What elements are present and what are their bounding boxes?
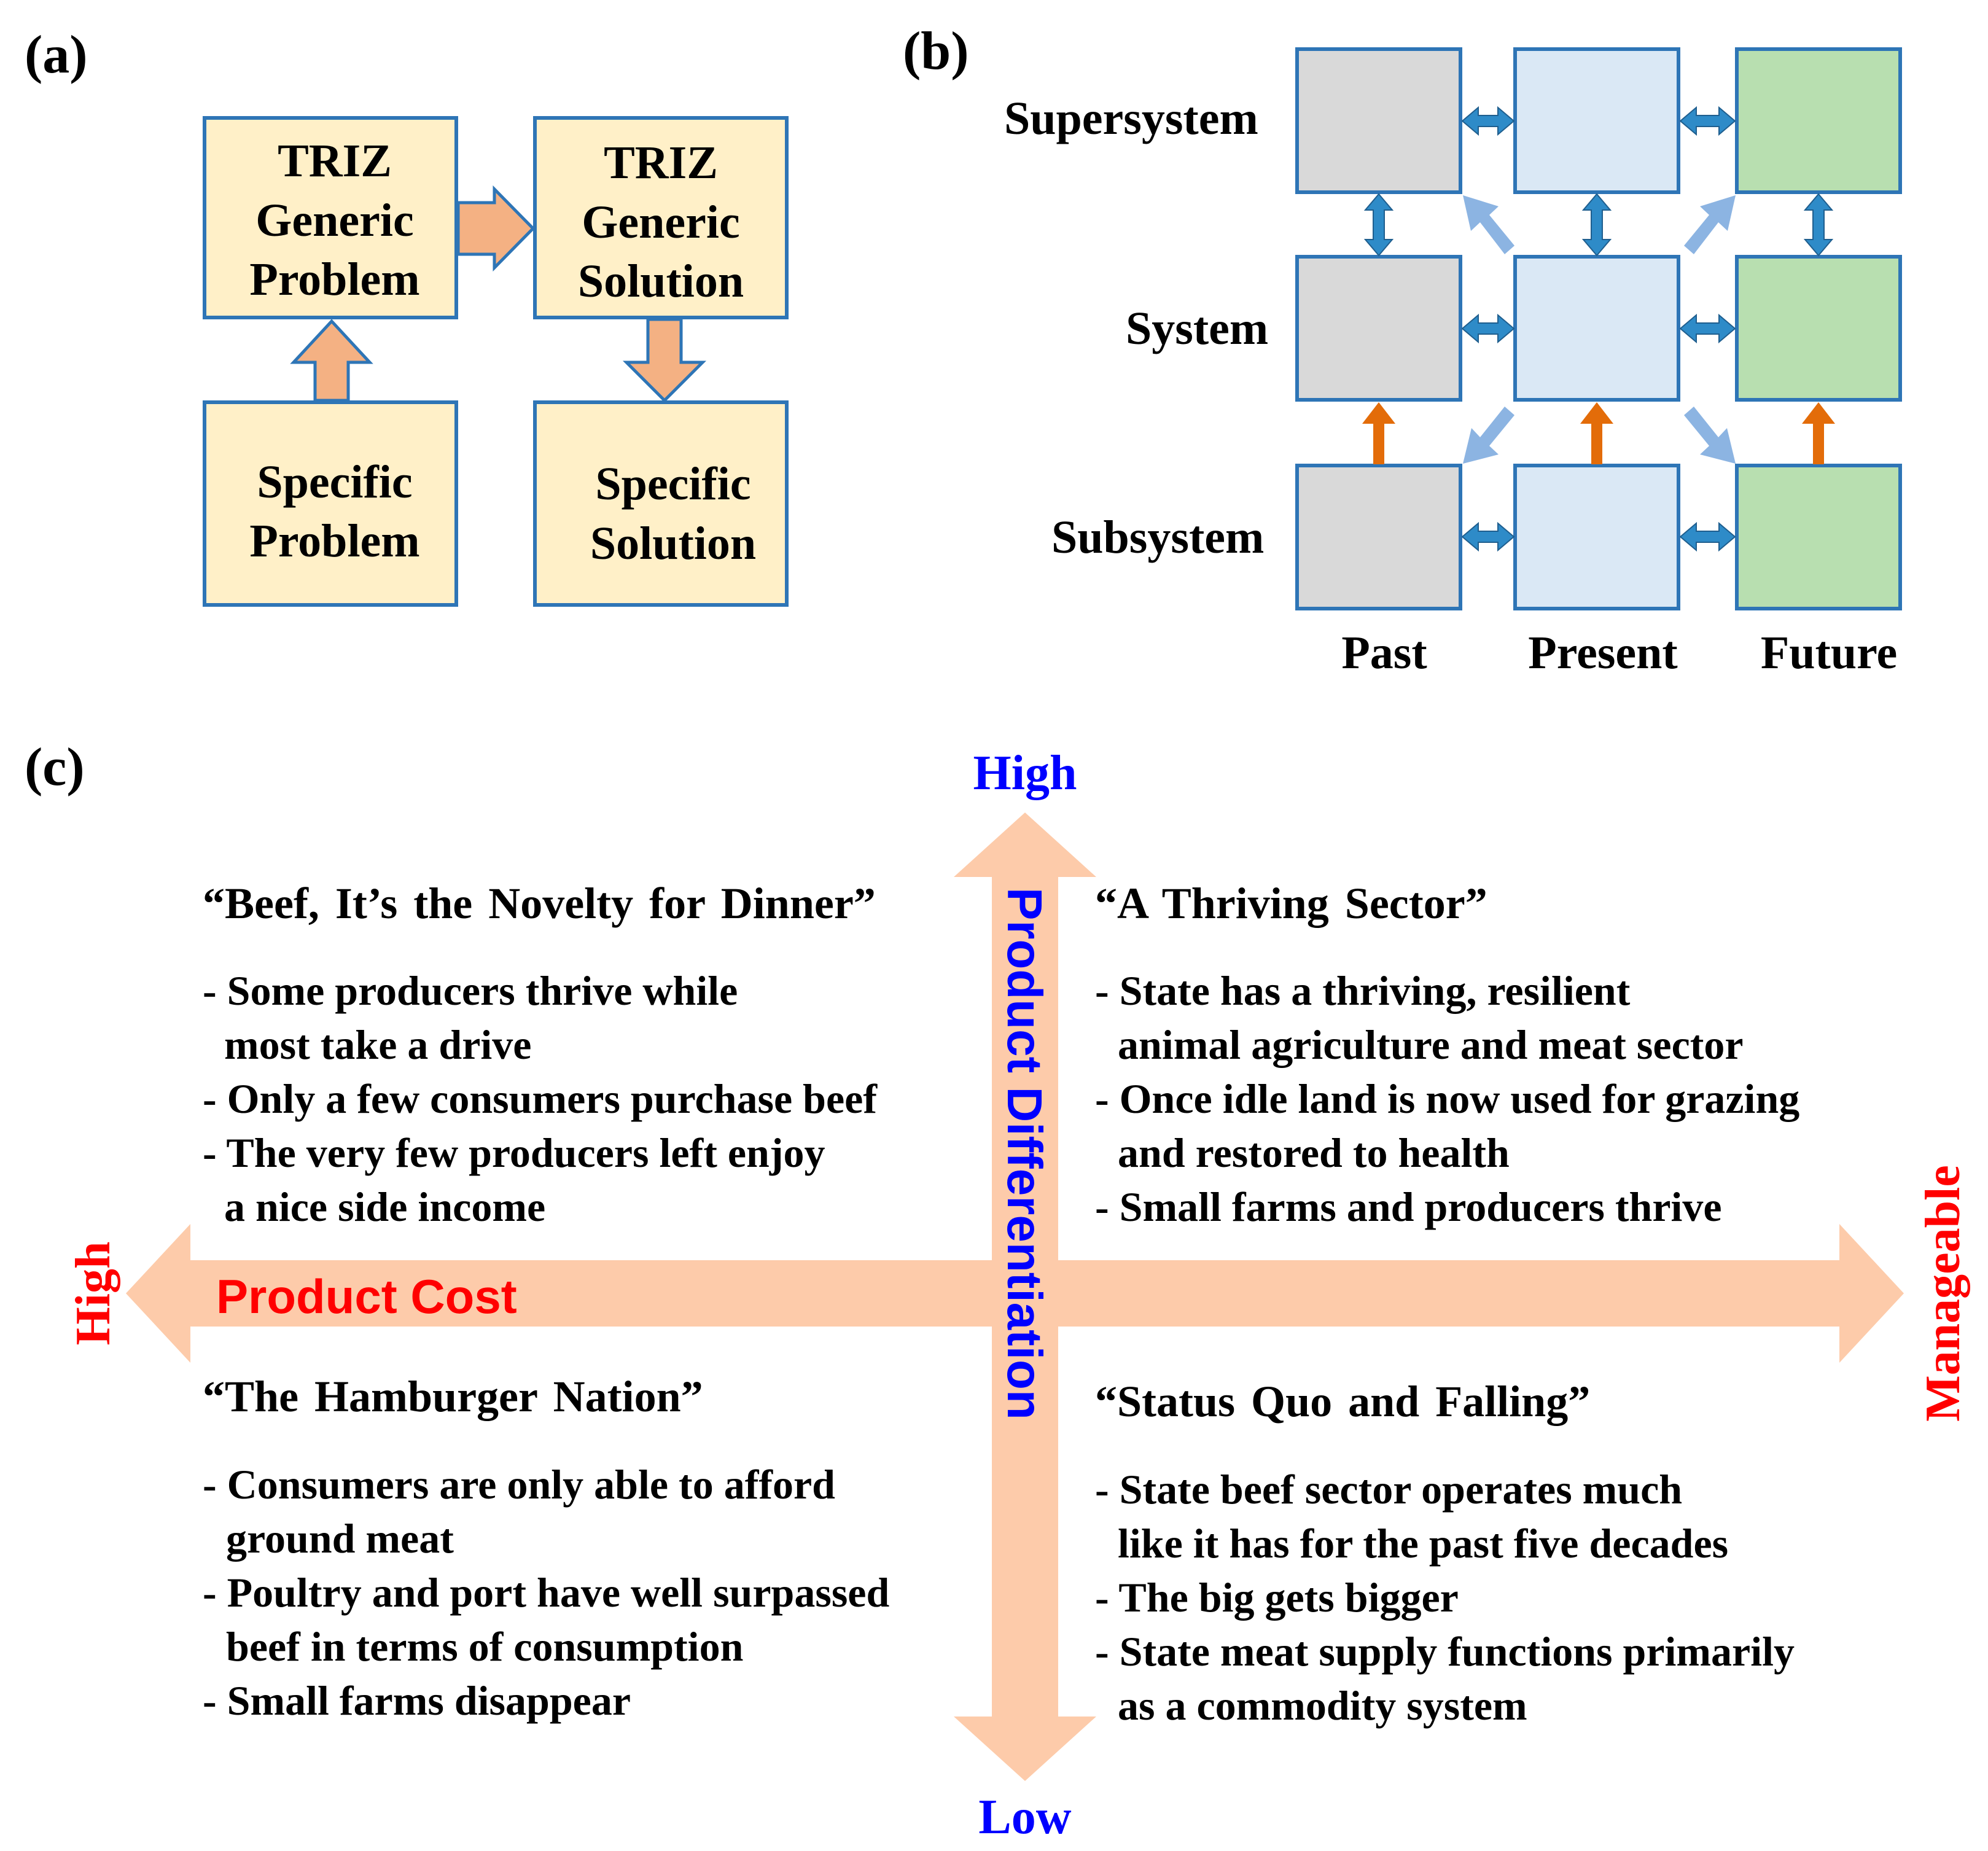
up-arrow-icon: [1802, 402, 1835, 464]
quadrant-line: like it has for the past five decades: [1118, 1520, 1728, 1567]
specific-solution-line-2: Solution: [590, 518, 756, 569]
quadrant-top-right: “A Thriving Sector” - State has a thrivi…: [1095, 879, 1799, 1230]
column-label-past: Past: [1341, 627, 1427, 679]
diagonal-arrow-icon: [1463, 407, 1514, 464]
row-label-subsystem: Subsystem: [1051, 512, 1264, 563]
quadrant-title: “Beef, It’s the Novelty for Dinner”: [203, 879, 876, 928]
double-arrow-icon: [1679, 313, 1736, 344]
quadrant-line: animal agriculture and meat sector: [1118, 1021, 1744, 1068]
supersystem-future-box: [1735, 47, 1902, 194]
quadrant-line: ground meat: [226, 1515, 454, 1562]
panel-b: (b) Supersystem System Subsystem Past Pr…: [903, 21, 1902, 679]
supersystem-present-box: [1513, 47, 1680, 194]
quadrant-line: - Only a few consumers purchase beef: [203, 1075, 878, 1122]
column-label-future: Future: [1761, 627, 1897, 679]
system-future-box: [1735, 255, 1902, 402]
row-label-supersystem: Supersystem: [1004, 93, 1258, 144]
specific-solution-box: [533, 400, 789, 607]
quadrant-line: - State meat supply functions primarily: [1095, 1628, 1795, 1675]
specific-to-generic-problem-arrow: [290, 319, 373, 402]
panel-c-label: (c): [25, 738, 85, 797]
panel-a-label: (a): [25, 25, 88, 85]
quadrant-line: and restored to health: [1118, 1129, 1510, 1176]
quadrant-line: - Some producers thrive while: [203, 967, 738, 1014]
quadrant-line: - Once idle land is now used for grazing: [1095, 1075, 1799, 1122]
quadrant-line: as a commodity system: [1118, 1682, 1527, 1729]
double-arrow-icon: [1803, 193, 1834, 257]
subsystem-future-box: [1735, 464, 1902, 610]
double-arrow-icon: [1363, 193, 1394, 257]
horizontal-axis-manageable-label: Manageable: [1916, 1165, 1970, 1422]
quadrant-title: “A Thriving Sector”: [1095, 879, 1487, 928]
system-past-box: [1295, 255, 1462, 402]
double-arrow-icon: [1679, 521, 1736, 552]
double-arrow-icon: [1679, 106, 1736, 136]
quadrant-line: - Consumers are only able to afford: [203, 1461, 835, 1508]
double-arrow-icon: [1461, 521, 1515, 552]
up-arrow-icon: [1362, 402, 1395, 464]
quadrant-line: - Small farms disappear: [203, 1677, 631, 1724]
generic-solution-line-2: Generic: [582, 197, 739, 248]
generic-to-specific-solution-arrow: [622, 318, 707, 403]
specific-problem-line-1: Specific: [257, 456, 412, 508]
subsystem-present-box: [1513, 464, 1680, 610]
product-differentiation-axis-title: Product Differentiation: [997, 887, 1052, 1420]
problem-to-solution-arrow: [456, 185, 536, 272]
panel-b-label: (b): [903, 21, 969, 81]
quadrant-line: - Poultry and port have well surpassed: [203, 1569, 889, 1616]
diagonal-arrow-icon: [1684, 195, 1736, 254]
generic-problem-line-1: TRIZ: [278, 135, 392, 187]
generic-problem-line-3: Problem: [249, 254, 419, 305]
quadrant-line: a nice side income: [224, 1183, 545, 1230]
column-label-present: Present: [1528, 627, 1677, 679]
double-arrow-icon: [1461, 313, 1515, 344]
generic-solution-line-3: Solution: [578, 255, 744, 307]
panel-a: (a) TRIZ Generic Problem TRIZ Generic So…: [25, 25, 789, 607]
quadrant-line: - The big gets bigger: [1095, 1574, 1459, 1621]
double-arrow-icon: [1581, 193, 1612, 257]
diagonal-arrow-icon: [1684, 407, 1736, 464]
specific-problem-box: [203, 400, 458, 607]
row-label-system: System: [1126, 303, 1268, 354]
quadrant-line: beef in terms of consumption: [226, 1623, 743, 1670]
supersystem-past-box: [1295, 47, 1462, 194]
product-differentiation-axis-arrow: [954, 812, 1096, 1781]
panel-c: (c) Product Cost Product Differentiation…: [25, 738, 1970, 1844]
diagonal-arrow-icon: [1463, 195, 1514, 254]
generic-problem-line-2: Generic: [255, 195, 413, 246]
product-cost-axis-title: Product Cost: [216, 1269, 517, 1323]
up-arrow-icon: [1580, 402, 1613, 464]
specific-solution-line-1: Specific: [595, 458, 750, 510]
quadrant-line: - Small farms and producers thrive: [1095, 1183, 1722, 1230]
horizontal-axis-high-label: High: [66, 1242, 120, 1346]
quadrant-line: - State beef sector operates much: [1095, 1466, 1682, 1513]
system-present-box: [1513, 255, 1680, 402]
quadrant-line: - The very few producers left enjoy: [203, 1129, 825, 1176]
generic-solution-box: [533, 116, 789, 319]
quadrant-bottom-left: “The Hamburger Nation” - Consumers are o…: [203, 1372, 889, 1724]
quadrant-title: “Status Quo and Falling”: [1095, 1377, 1590, 1426]
subsystem-past-box: [1295, 464, 1462, 610]
quadrant-line: - State has a thriving, resilient: [1095, 967, 1631, 1014]
quadrant-line: most take a drive: [224, 1021, 531, 1068]
specific-problem-line-2: Problem: [249, 515, 419, 567]
generic-solution-line-1: TRIZ: [604, 137, 718, 189]
quadrant-title: “The Hamburger Nation”: [203, 1372, 703, 1421]
vertical-axis-low-label: Low: [978, 1790, 1071, 1844]
quadrant-bottom-right: “Status Quo and Falling” - State beef se…: [1095, 1377, 1795, 1729]
double-arrow-icon: [1461, 106, 1515, 136]
quadrant-top-left: “Beef, It’s the Novelty for Dinner” - So…: [203, 879, 878, 1230]
generic-problem-box: [203, 116, 458, 319]
vertical-axis-high-label: High: [973, 746, 1077, 800]
